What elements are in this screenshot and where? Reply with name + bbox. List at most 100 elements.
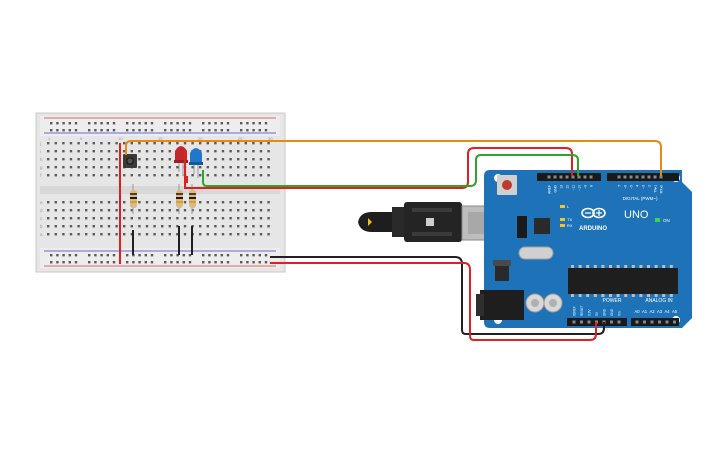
analog-pin-label: A3 [657, 309, 663, 314]
analog-pin-hole[interactable] [635, 320, 639, 324]
analog-pin-hole[interactable] [673, 320, 676, 324]
terminal-hole [107, 166, 111, 169]
terminal-hole [107, 150, 111, 153]
digital-pin-hole[interactable] [565, 175, 569, 179]
terminal-hole [176, 174, 179, 177]
power-pin-hole[interactable] [580, 320, 583, 324]
mcu-pin [639, 265, 643, 268]
rail-hole [182, 122, 185, 125]
rail-hole [150, 254, 154, 257]
digital-header-left [537, 173, 601, 181]
terminal-hole [54, 142, 57, 145]
analog-pin-hole[interactable] [658, 320, 661, 324]
digital-pin-hole[interactable] [553, 175, 557, 179]
digital-pin-hole[interactable] [577, 175, 581, 179]
column-number-20: 20 [198, 136, 203, 141]
voltage-regulator [495, 265, 509, 281]
digital-pin-hole[interactable] [641, 175, 645, 179]
analog-header [631, 318, 679, 326]
digital-pin-label: TX▸1 [654, 185, 658, 193]
push-button[interactable] [123, 154, 137, 168]
terminal-hole [85, 209, 88, 212]
terminal-hole [199, 233, 202, 236]
terminal-hole [69, 142, 73, 145]
digital-pin-hole[interactable] [583, 175, 587, 179]
terminal-hole [100, 225, 103, 228]
rail-hole [258, 129, 261, 132]
digital-pin-hole[interactable] [635, 175, 639, 179]
rail-hole [258, 254, 261, 257]
power-pin-hole[interactable] [617, 320, 621, 324]
terminal-hole [267, 158, 270, 161]
analog-pin-hole[interactable] [665, 320, 669, 324]
terminal-hole [161, 150, 164, 153]
digital-pin-hole[interactable] [623, 175, 627, 179]
terminal-hole [107, 217, 111, 220]
mcu-pin [624, 265, 628, 268]
terminal-hole [47, 233, 50, 236]
digital-pin-hole[interactable] [647, 175, 651, 179]
terminal-hole [229, 174, 232, 177]
terminal-hole [47, 174, 50, 177]
terminal-hole [199, 209, 202, 212]
mcu-pin [593, 294, 597, 297]
terminal-hole [69, 201, 73, 204]
terminal-hole [176, 142, 179, 145]
terminal-hole [62, 158, 65, 161]
terminal-hole [138, 150, 141, 153]
analog-pin-hole[interactable] [650, 320, 654, 324]
analog-pin-hole[interactable] [643, 320, 646, 324]
terminal-hole [130, 209, 133, 212]
terminal-hole [100, 174, 103, 177]
rail-hole [246, 129, 249, 132]
terminal-hole [100, 150, 103, 153]
digital-pin-hole[interactable] [653, 175, 657, 179]
terminal-hole [237, 150, 240, 153]
digital-pin-hole[interactable] [547, 175, 551, 179]
terminal-hole [153, 142, 156, 145]
digital-pin-hole[interactable] [659, 175, 663, 179]
digital-pin-label: 8 [590, 185, 594, 187]
mcu-pin [647, 265, 650, 268]
terminal-hole [183, 209, 187, 212]
terminal-hole [85, 142, 88, 145]
digital-pin-hole[interactable] [589, 175, 593, 179]
l-led-label: L [567, 204, 570, 209]
terminal-hole [115, 201, 118, 204]
terminal-hole [138, 166, 141, 169]
rail-hole [170, 122, 173, 125]
terminal-hole [168, 166, 171, 169]
terminal-hole [237, 209, 240, 212]
terminal-hole [237, 158, 240, 161]
power-pin-hole[interactable] [572, 320, 576, 324]
digital-pin-hole[interactable] [559, 175, 563, 179]
resistor-button [130, 184, 137, 214]
terminal-hole [69, 209, 73, 212]
terminal-hole [267, 142, 270, 145]
terminal-hole [168, 142, 171, 145]
power-pin-hole[interactable] [587, 320, 591, 324]
terminal-hole [47, 225, 50, 228]
digital-pin-hole[interactable] [629, 175, 633, 179]
terminal-hole [214, 142, 217, 145]
terminal-hole [206, 150, 209, 153]
terminal-hole [221, 150, 225, 153]
rail-hole [182, 261, 185, 264]
mcu-pin [578, 265, 582, 268]
rail-hole [164, 122, 167, 125]
terminal-hole [153, 233, 156, 236]
terminal-hole [199, 166, 202, 169]
terminal-hole [115, 233, 118, 236]
terminal-hole [138, 233, 141, 236]
terminal-hole [267, 174, 270, 177]
terminal-hole [85, 174, 88, 177]
reset-button[interactable] [497, 175, 517, 195]
power-pin-hole[interactable] [610, 320, 613, 324]
digital-pin-hole[interactable] [617, 175, 621, 179]
terminal-hole [153, 217, 156, 220]
digital-pin-hole[interactable] [571, 175, 575, 179]
rail-hole [264, 122, 268, 125]
terminal-hole [176, 233, 179, 236]
terminal-hole [115, 174, 118, 177]
